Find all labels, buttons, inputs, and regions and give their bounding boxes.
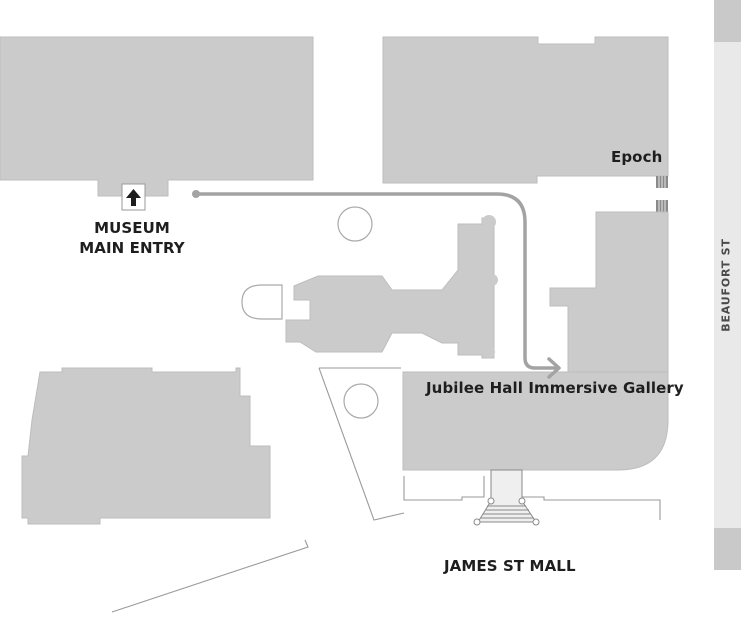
central-building-columns <box>482 215 498 358</box>
beaufort-st-label: BEAUFORT ST <box>719 238 733 332</box>
central-building <box>285 217 495 359</box>
jubilee-hall-label: Jubilee Hall Immersive Gallery <box>426 379 684 397</box>
epoch-connector-lines <box>658 176 666 212</box>
route-arrowhead <box>547 357 561 379</box>
jubilee-step-lines <box>481 505 534 519</box>
dome-annex <box>241 284 283 320</box>
right-building <box>549 211 669 373</box>
southwest-building <box>21 367 271 525</box>
route-start-dot <box>192 190 200 198</box>
route-path <box>194 192 559 370</box>
museum-label-line1: MUSEUM <box>94 219 170 237</box>
museum-building <box>0 36 314 197</box>
museum-main-entry-label: MUSEUM MAIN ENTRY <box>72 218 192 258</box>
jubilee-hall-building <box>402 371 669 471</box>
roundel-north <box>337 206 373 242</box>
jubilee-entry-posts <box>473 497 540 526</box>
up-arrow-icon <box>121 183 146 211</box>
roundel-south <box>343 383 379 419</box>
museum-label-line2: MAIN ENTRY <box>79 239 185 257</box>
james-st-mall-label: JAMES ST MALL <box>444 557 576 575</box>
beaufort-street <box>714 0 741 570</box>
plaza-outlines <box>111 367 661 613</box>
epoch-label: Epoch <box>611 148 663 166</box>
epoch-building <box>382 36 669 184</box>
